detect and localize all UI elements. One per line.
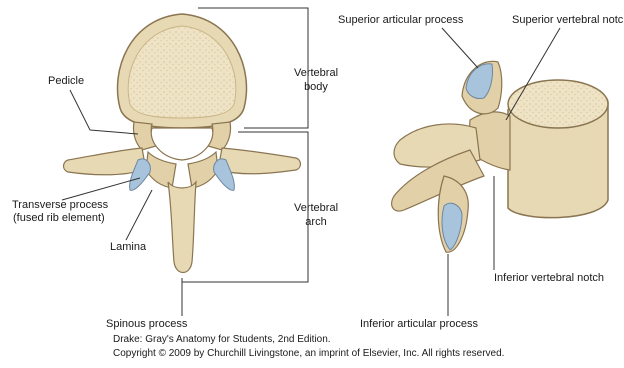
label-inferior-vertebral-notch: Inferior vertebral notch [494, 272, 604, 285]
vertebral-foramen [151, 128, 213, 160]
label-inferior-articular-process: Inferior articular process [360, 318, 478, 331]
credit-line-2: Copyright © 2009 by Churchill Livingston… [113, 348, 504, 359]
label-pedicle: Pedicle [48, 75, 84, 88]
label-vertebral-arch-line2: arch [286, 216, 346, 229]
label-superior-vertebral-notch: Superior vertebral notch [512, 14, 624, 27]
label-vertebral-arch-line1: Vertebral [286, 202, 346, 215]
lateral-body-top-surface [508, 80, 608, 128]
label-spinous-process: Spinous process [106, 318, 187, 331]
label-vertebral-body-line1: Vertebral [286, 67, 346, 80]
lateral-view-vertebra [392, 61, 608, 252]
label-transverse-process-note: (fused rib element) [13, 212, 105, 225]
label-lamina: Lamina [110, 241, 146, 254]
credit-line-1: Drake: Gray's Anatomy for Students, 2nd … [113, 334, 331, 345]
label-vertebral-body-line2: body [286, 81, 346, 94]
label-superior-articular-process: Superior articular process [338, 14, 463, 27]
spinous-process [168, 182, 196, 273]
label-transverse-process: Transverse process [12, 199, 108, 212]
superior-view-vertebra [64, 14, 301, 273]
